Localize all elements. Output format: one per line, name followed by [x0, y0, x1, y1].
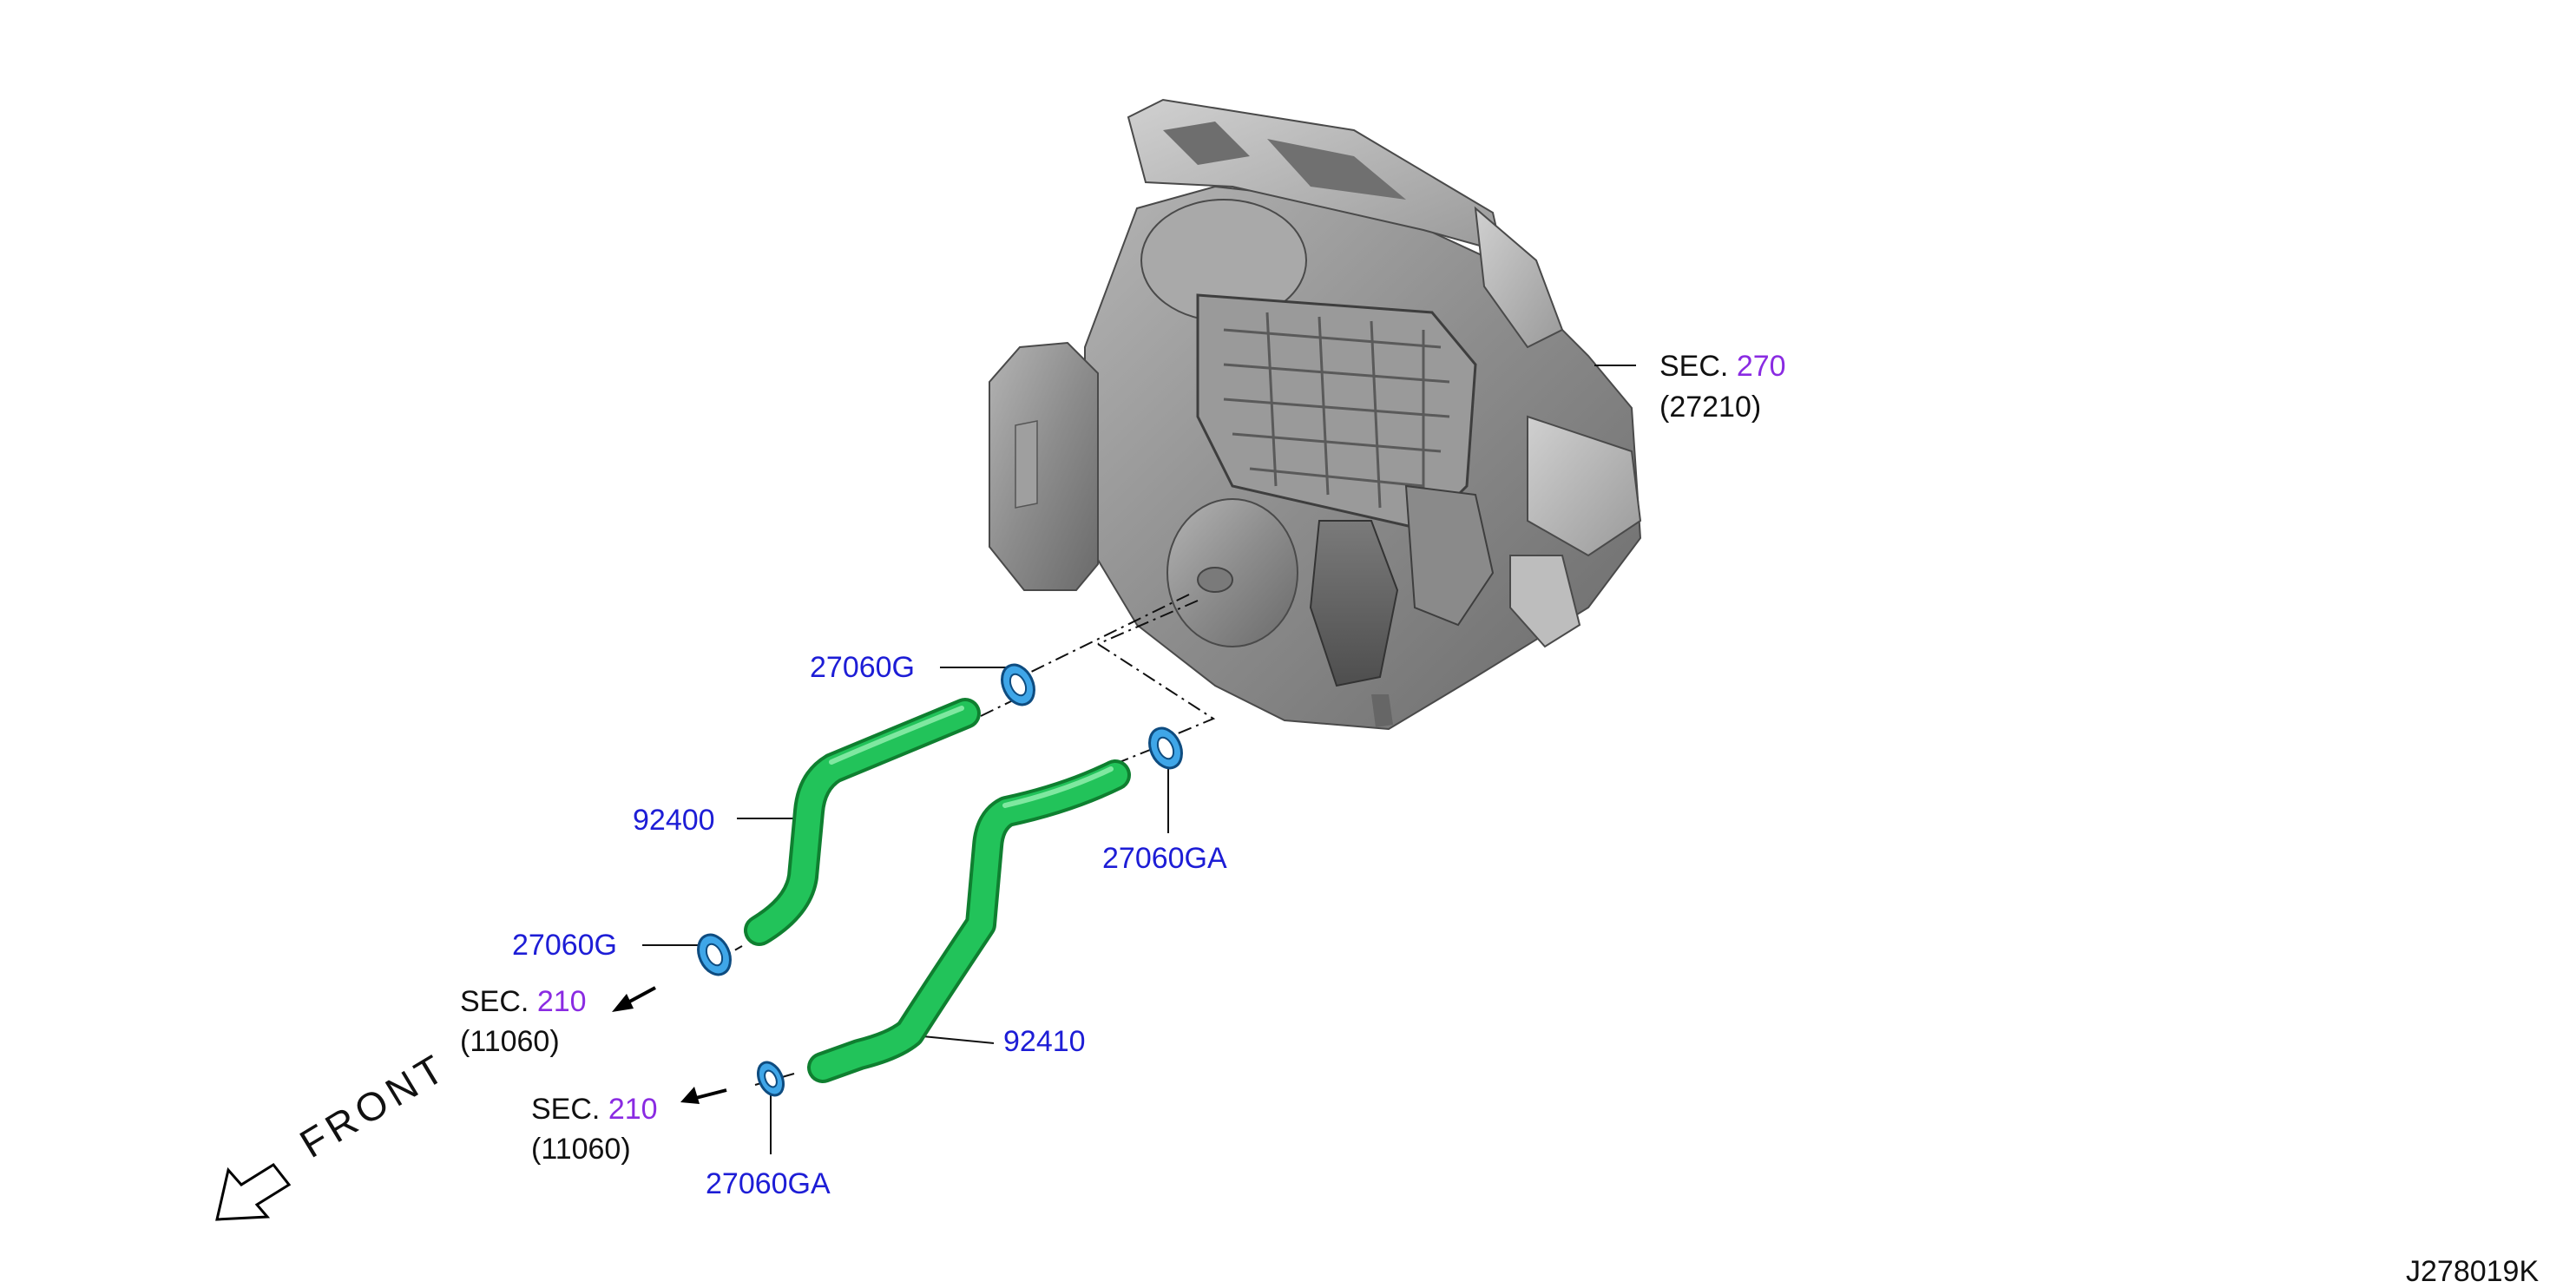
hose-92410[interactable]: [811, 763, 1127, 1080]
sec-210-link-upper[interactable]: 210: [536, 985, 587, 1018]
clamp-27060GA-upper[interactable]: [1143, 723, 1187, 773]
hose-92400[interactable]: [747, 701, 977, 943]
sec-270-link[interactable]: 270: [1736, 350, 1786, 383]
arrow-down-left-icon: [612, 986, 656, 1012]
hose-92400-highlight: [829, 706, 964, 765]
diagram-id: J278019K: [2406, 1255, 2540, 1288]
label-27060G-lower[interactable]: 27060G: [512, 929, 617, 962]
sec-prefix: SEC.: [460, 985, 529, 1018]
label-27060GA-lower[interactable]: 27060GA: [706, 1167, 831, 1200]
heater-unit-illustration: [989, 98, 1642, 731]
sec-210-link-lower[interactable]: 210: [608, 1093, 658, 1126]
arrow-down-left-icon: [680, 1087, 727, 1104]
clamp-27060G-lower[interactable]: [692, 930, 736, 980]
sec-210-reference-upper[interactable]: SEC. 210: [460, 987, 587, 1016]
clamp-27060G-upper[interactable]: [996, 660, 1040, 710]
label-27060GA-upper[interactable]: 27060GA: [1102, 842, 1227, 875]
leader-hose-rear: [922, 1035, 995, 1044]
label-92400[interactable]: 92400: [633, 804, 715, 837]
sec-210-part-number-upper: (11060): [460, 1025, 560, 1058]
outline-arrow-down-left-icon: [215, 1163, 292, 1221]
sec-270-reference[interactable]: SEC. 270: [1659, 352, 1786, 381]
clamp-27060GA-lower[interactable]: [753, 1058, 788, 1099]
sec-210-part-number-lower: (11060): [531, 1133, 631, 1166]
sec-prefix: SEC.: [1659, 350, 1729, 383]
hose-92410-highlight: [1002, 766, 1114, 808]
sec-prefix: SEC.: [531, 1093, 601, 1126]
sec-210-reference-lower[interactable]: SEC. 210: [531, 1094, 658, 1124]
label-27060G-upper[interactable]: 27060G: [810, 651, 915, 684]
label-92410[interactable]: 92410: [1003, 1025, 1086, 1058]
sec-270-part-number: (27210): [1659, 391, 1762, 424]
leader-lines: [642, 365, 1636, 1154]
